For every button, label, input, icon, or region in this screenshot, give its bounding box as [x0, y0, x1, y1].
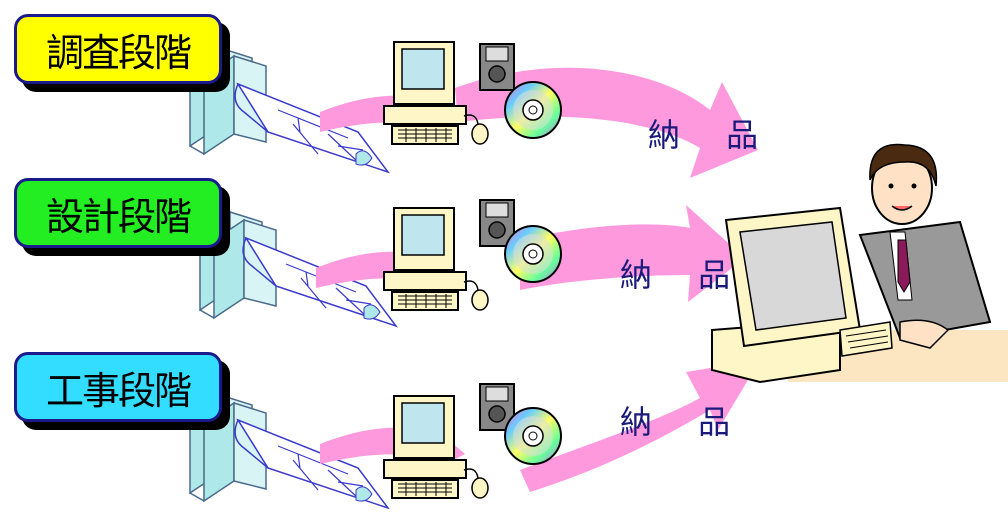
- cd-icon: [504, 407, 562, 465]
- computer-icon: [383, 395, 489, 499]
- delivery-label: 納 品: [620, 403, 749, 441]
- stage-label-text: 設計段階: [45, 194, 192, 239]
- stage-label-design: 設計段階: [14, 178, 222, 248]
- cd-icon: [504, 81, 562, 139]
- stage-label-text: 工事段階: [45, 368, 192, 413]
- stage-label-construction: 工事段階: [14, 352, 222, 422]
- stage-label-text: 調査段階: [45, 30, 192, 75]
- delivery-arrow-3: [520, 360, 760, 492]
- delivery-arrow-2: [520, 205, 745, 302]
- delivery-label: 納 品: [620, 256, 749, 294]
- office-worker-icon: [711, 143, 1008, 384]
- stage-label-survey: 調査段階: [14, 14, 222, 84]
- computer-icon: [383, 207, 489, 311]
- delivery-label: 納 品: [648, 116, 777, 154]
- cd-icon: [504, 225, 562, 283]
- floppy-disk-icon: [479, 43, 515, 91]
